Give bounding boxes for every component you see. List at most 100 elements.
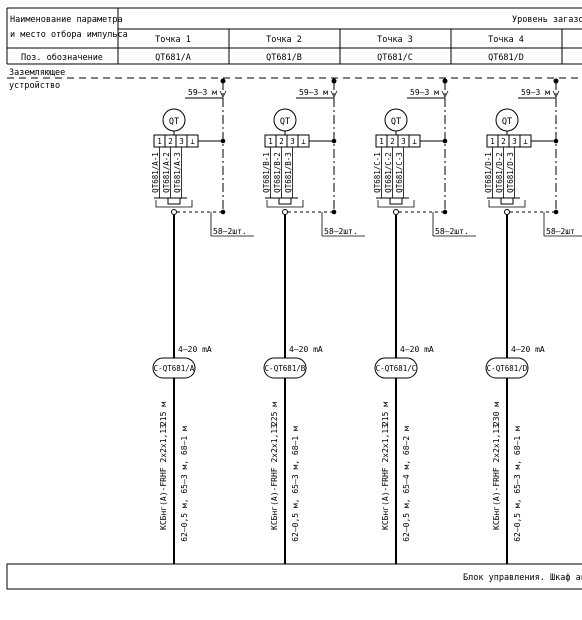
cable-junction-circle [393, 209, 399, 215]
cable-top-label: 59–3 м [410, 88, 439, 97]
wire-label: QT681/C-2 [384, 152, 393, 193]
terminal-number: 1 [490, 137, 495, 146]
ground-arrow-icon [552, 90, 560, 98]
cable-gland-bracket [487, 197, 520, 205]
wire-label: QT681/C-3 [395, 152, 404, 193]
cable-gland-bracket [154, 197, 187, 205]
wire-label: QT681/C-1 [373, 152, 382, 193]
cable-top-label: 59–3 м [521, 88, 550, 97]
ground-arrow-icon [219, 90, 227, 98]
footer-frame [6, 563, 582, 590]
cable-length-label: 230 м [492, 402, 501, 426]
sensor-symbol-label: QT [280, 117, 290, 127]
signal-label: 4–20 mA [289, 345, 323, 354]
cable-gland-lines [266, 200, 304, 208]
cable-spec-label: КСБнг(А)-FRHF 2х2х1,13 [159, 424, 168, 530]
cable-gland-lines [155, 200, 193, 208]
screen-label: 58–2шт [546, 227, 575, 236]
screen-junction-dot [220, 138, 226, 144]
sensor-symbol-label: QT [391, 117, 401, 127]
screen-junction-dot [442, 138, 448, 144]
route-label: 62–0,5 м, 65–4 м, 68–2 м [402, 426, 411, 542]
wire-label: QT681/B-1 [262, 152, 271, 193]
terminal-number: ⊥ [190, 137, 195, 146]
ground-arrow-icon [441, 90, 449, 98]
terminal-number: ⊥ [523, 137, 528, 146]
cable-id-oval [152, 357, 196, 379]
wire-label: QT681/B-3 [284, 152, 293, 193]
cable-id-label: C-QT681/D [487, 364, 528, 373]
terminal-number: 2 [390, 137, 395, 146]
cable-length-label: 225 м [270, 402, 279, 426]
screen-end-dot [553, 209, 559, 215]
screen-label: 58–2шт. [213, 227, 247, 236]
param-label-line1: Наименование параметра [10, 15, 123, 25]
ground-arrow-icon [330, 90, 338, 98]
cable-length-label: 215 м [159, 402, 168, 426]
cable-id-label: C-QT681/C [376, 364, 417, 373]
screen-end-dot [442, 209, 448, 215]
screen-label: 58–2шт. [435, 227, 469, 236]
route-label: 62–0,5 м, 65–3 м, 68–1 м [291, 426, 300, 542]
terminal-number: 1 [268, 137, 273, 146]
terminal-number: 2 [501, 137, 506, 146]
wire-label: QT681/D-1 [484, 152, 493, 193]
signal-label: 4–20 mA [178, 345, 212, 354]
screen-junction-dot [331, 138, 337, 144]
screen-junction-dot [553, 138, 559, 144]
cable-spec-label: КСБнг(А)-FRHF 2х2х1,13 [492, 424, 501, 530]
cable-id-label: C-QT681/A [154, 364, 195, 373]
screen-end-dot [220, 209, 226, 215]
wire-label: QT681/B-2 [273, 152, 282, 193]
cable-top-label: 59–3 м [299, 88, 328, 97]
wire-label: QT681/A-1 [151, 152, 160, 193]
terminal-number: 2 [168, 137, 173, 146]
param-label-line2: и место отбора импульса [10, 29, 128, 40]
point-title: Точка 3 [377, 35, 413, 45]
wire-label: QT681/D-2 [495, 152, 504, 193]
cable-gland-bracket [265, 197, 298, 205]
header-table [6, 7, 582, 65]
terminal-number: ⊥ [301, 137, 306, 146]
cable-junction-circle [504, 209, 510, 215]
cable-gland-bracket [376, 197, 409, 205]
wire-label: QT681/A-3 [173, 152, 182, 193]
terminal-number: 3 [512, 137, 517, 146]
signal-label: 4–20 mA [400, 345, 434, 354]
cable-length-label: 215 м [381, 402, 390, 426]
sensor-symbol-label: QT [502, 117, 512, 127]
route-label: 62–0,5 м, 65–3 м, 68–1 м [513, 426, 522, 542]
terminal-number: 2 [279, 137, 284, 146]
point-pos: QT681/D [488, 53, 524, 63]
wire-label: QT681/D-3 [506, 152, 515, 193]
point-pos: QT681/A [155, 53, 191, 63]
point-title: Точка 1 [155, 35, 191, 45]
terminal-number: 1 [379, 137, 384, 146]
terminal-number: 3 [401, 137, 406, 146]
point-title: Точка 2 [266, 35, 302, 45]
ground-label-line1: Заземляющее [9, 68, 65, 78]
cable-gland-lines [377, 200, 415, 208]
screen-label: 58–2шт. [324, 227, 358, 236]
cable-id-oval [485, 357, 529, 379]
cable-id-label: C-QT681/B [265, 364, 306, 373]
terminal-number: 3 [179, 137, 184, 146]
level-label: Уровень загазова [512, 15, 582, 25]
terminal-number: ⊥ [412, 137, 417, 146]
footer-text: Блок управления. Шкаф авто [463, 573, 582, 583]
point-title: Точка 4 [488, 35, 524, 45]
point-pos: QT681/B [266, 53, 302, 63]
ground-label-line2: устройство [9, 81, 60, 91]
cable-junction-circle [282, 209, 288, 215]
signal-label: 4–20 mA [511, 345, 545, 354]
cable-junction-circle [171, 209, 177, 215]
sensor-symbol-label: QT [169, 117, 179, 127]
point-pos: QT681/C [377, 53, 413, 63]
